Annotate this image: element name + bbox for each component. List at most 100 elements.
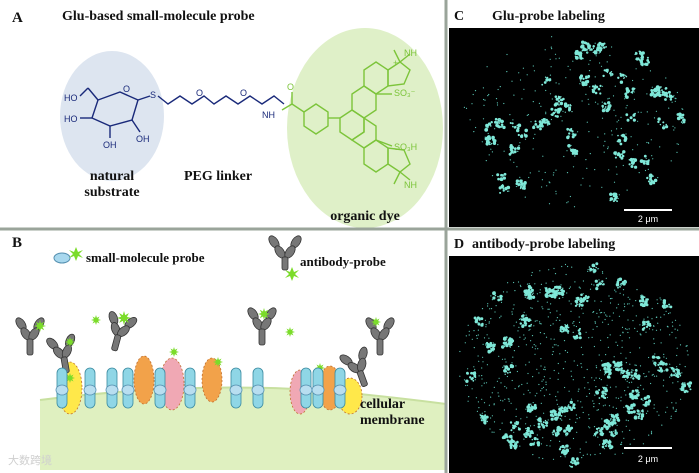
fluorescence-spot [538,372,539,373]
fluorescence-spot [574,206,575,207]
fluorescence-spot [549,394,550,395]
fluorescence-spot [539,429,540,430]
fluorescence-spot [474,317,477,320]
fluorescence-spot [667,407,668,408]
fluorescence-spot [684,382,686,384]
fluorescence-spot [631,407,632,408]
fluorescence-spot [471,378,474,381]
fluorescence-spot [511,429,512,430]
fluorescence-spot [502,120,503,121]
fluorescence-spot [569,128,572,131]
fluorescence-spot [581,44,585,48]
fluorescence-spot [593,45,595,47]
fluorescence-spot [613,195,616,198]
fluorescence-spot [617,280,619,282]
fluorescence-spot [570,401,573,404]
fluorescence-spot [487,303,488,304]
fluorescence-spot [546,283,547,284]
fluorescence-spot [677,348,678,349]
fluorescence-spot [630,444,631,445]
fluorescence-spot [555,58,556,59]
fluorescence-spot [611,422,613,424]
fluorescence-spot [510,159,511,160]
fluorescence-spot [599,309,600,310]
fluorescence-spot [593,329,594,330]
fluorescence-spot [513,432,514,433]
fluorescence-spot [503,365,504,366]
fluorescence-spot [561,99,564,102]
fluorescence-spot [604,312,605,313]
fluorescence-spot [565,264,566,265]
fluorescence-spot [668,306,669,307]
fluorescence-spot [465,385,466,386]
fluorescence-spot [665,412,666,413]
fluorescence-spot [657,121,659,123]
fluorescence-spot [518,327,519,328]
fluorescence-spot [640,385,641,386]
fluorescence-spot [594,169,595,170]
fluorescence-spot [622,453,623,454]
fluorescence-spot [535,321,536,322]
fluorescence-spot [573,321,574,322]
fluorescence-spot [576,335,578,337]
fluorescence-spot [590,289,591,290]
fluorescence-spot [533,138,534,139]
fluorescence-spot [560,110,561,111]
fluorescence-spot [500,429,501,430]
fluorescence-spot [623,407,624,408]
fluorescence-spot [595,287,598,290]
fluorescence-spot [594,346,595,347]
fluorescence-spot [598,389,600,391]
fluorescence-spot [650,323,651,324]
fluorescence-spot [639,51,641,53]
fluorescence-spot [540,332,541,333]
fluorescence-spot [531,299,532,300]
fluorescence-spot [534,134,535,135]
fluorescence-spot [482,141,483,142]
fluorescence-spot [606,429,607,430]
fluorescence-spot [560,116,561,117]
fluorescence-spot [527,74,528,75]
fluorescence-spot [646,177,648,179]
fluorescence-spot [644,64,646,66]
fluorescence-spot [639,347,640,348]
fluorescence-spot [511,437,513,439]
fluorescence-spot [634,166,637,169]
fluorescence-spot [592,337,593,338]
fluorescence-spot [497,381,498,382]
fluorescence-spot [478,401,479,402]
fluorescence-spot [604,108,606,110]
fluorescence-spot [625,375,626,376]
fluorescence-spot [626,91,629,94]
fluorescence-spot [512,357,513,358]
fluorescence-spot [485,320,486,321]
fluorescence-spot [680,387,684,391]
fluorescence-spot [659,146,660,147]
fluorescence-spot [609,440,610,441]
fluorescence-spot [582,304,583,305]
fluorescence-spot [532,293,533,294]
fluorescence-spot [525,323,527,325]
fluorescence-spot [493,432,494,433]
fluorescence-spot [627,319,628,320]
fluorescence-spot [520,185,521,186]
fluorescence-spot [548,269,549,270]
fluorescence-spot [519,142,520,143]
fluorescence-spot [459,376,460,377]
fluorescence-spot [554,339,555,340]
fluorescence-spot [567,172,568,173]
fluorescence-spot [649,324,652,327]
fluorescence-spot [629,299,630,300]
fluorescence-spot [688,385,689,386]
fluorescence-spot [589,185,590,186]
fluorescence-spot [555,396,556,397]
fluorescence-spot [633,370,634,371]
fluorescence-spot [581,457,582,458]
fluorescence-spot [540,106,541,107]
fluorescence-spot [682,114,685,117]
fluorescence-spot [687,345,688,346]
fluorescence-spot [666,311,667,312]
fluorescence-spot [511,311,512,312]
bound-probe [252,385,264,395]
fluorescence-spot [664,92,668,96]
